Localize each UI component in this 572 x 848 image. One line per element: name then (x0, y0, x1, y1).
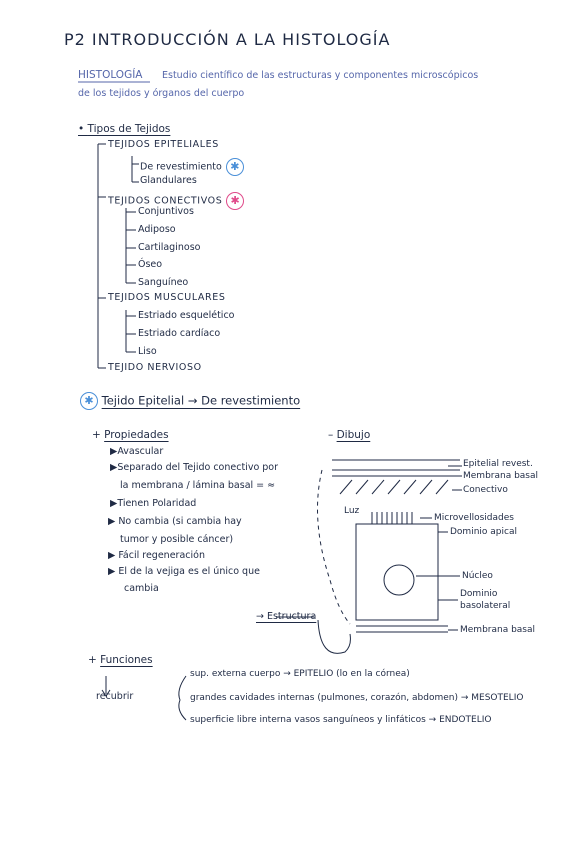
prop-item-6: ▶ El de la vejiga es el único que (108, 566, 260, 577)
prop-item-2: ▶Separado del Tejido conectivo por (110, 462, 279, 473)
label-microvellosidades: Microvellosidades (434, 513, 514, 523)
label-estructura: → Estructura (256, 611, 317, 622)
types-epitelial-item-2: Glandulares (140, 175, 197, 186)
label-dominio-apical: Dominio apical (450, 527, 517, 537)
funciones-line-3: superficie libre interna vasos sanguíneo… (190, 715, 492, 725)
label-nucleo: Núcleo (462, 571, 493, 581)
definition-line-1: Estudio científico de las estructuras y … (162, 70, 479, 81)
funciones-recubrir: recubrir (96, 691, 134, 702)
star-icon: ✱ (80, 392, 98, 410)
item-text: De revestimiento (140, 161, 222, 173)
definition-line-2: de los tejidos y órganos del cuerpo (78, 88, 245, 99)
dibujo-heading-text: Dibujo (336, 429, 371, 441)
types-muscular: TEJIDOS MUSCULARES (108, 292, 226, 303)
section2-title-row: ✱ Tejido Epitelial → De revestimiento (76, 392, 300, 410)
types-conectivo-item-2: Adiposo (138, 224, 176, 235)
propiedades-heading-text: Propiedades (104, 429, 169, 441)
prop-item-6b: cambia (124, 583, 159, 594)
types-nervioso: TEJIDO NERVIOSO (108, 362, 202, 373)
prop-text: El de la vejiga es el único que (118, 566, 260, 577)
prop-text: Fácil regeneración (118, 550, 205, 561)
label-epitelial: Epitelial revest. (463, 459, 533, 469)
prop-text: No cambia (si cambia hay (118, 516, 242, 527)
types-conectivo-item-1: Conjuntivos (138, 206, 194, 217)
types-muscular-item-2: Estriado cardíaco (138, 328, 221, 339)
prop-text: Tienen Polaridad (117, 498, 197, 509)
section2-title: Tejido Epitelial → De revestimiento (101, 393, 301, 408)
types-epitelial: TEJIDOS EPITELIALES (108, 139, 219, 150)
types-conectivo: TEJIDOS CONECTIVOS✱ (108, 192, 245, 210)
funciones-line-1: sup. externa cuerpo → EPITELIO (lo en la… (190, 669, 410, 679)
propiedades-heading: + Propiedades (92, 429, 169, 441)
types-muscular-item-1: Estriado esquelético (138, 310, 235, 321)
types-conectivo-item-5: Sanguíneo (138, 277, 189, 288)
label-conectivo: Conectivo (463, 485, 508, 495)
types-conectivo-text: TEJIDOS CONECTIVOS (108, 195, 223, 207)
dibujo-heading: – Dibujo (328, 429, 371, 441)
label-luz: Luz (344, 506, 360, 516)
label-dominio-basolateral-1: Dominio (460, 589, 498, 599)
prop-item-4: ▶ No cambia (si cambia hay (108, 516, 242, 527)
star-icon: ✱ (226, 192, 245, 210)
label-membrana-basal-bottom: Membrana basal (460, 625, 536, 635)
funciones-heading: + Funciones (88, 654, 153, 666)
label-dominio-basolateral-2: basolateral (460, 601, 511, 611)
prop-item-5: ▶ Fácil regeneración (108, 550, 205, 561)
types-conectivo-item-4: Óseo (138, 259, 163, 270)
types-heading-text: Tipos de Tejidos (87, 123, 171, 135)
prop-text: Separado del Tejido conectivo por (117, 462, 279, 473)
prop-item-2b: la membrana / lámina basal = ≈ (120, 480, 276, 491)
definition-term: HISTOLOGÍA (78, 69, 143, 81)
types-conectivo-item-3: Cartilaginoso (138, 242, 201, 253)
prop-item-3: ▶Tienen Polaridad (110, 498, 197, 509)
page-title: P2 INTRODUCCIÓN A LA HISTOLOGÍA (64, 30, 391, 49)
funciones-heading-text: Funciones (100, 654, 153, 666)
prop-item-1: ▶Avascular (110, 446, 164, 457)
label-estructura-text: Estructura (266, 611, 317, 622)
star-icon: ✱ (225, 158, 244, 176)
prop-item-4b: tumor y posible cáncer) (120, 534, 234, 545)
types-muscular-item-3: Liso (138, 346, 157, 357)
types-epitelial-item-1: De revestimiento✱ (140, 158, 244, 176)
prop-text: Avascular (117, 446, 164, 457)
funciones-line-2: grandes cavidades internas (pulmones, co… (190, 693, 524, 703)
types-heading: • Tipos de Tejidos (78, 123, 171, 135)
label-membrana-basal-top: Membrana basal (463, 471, 539, 481)
